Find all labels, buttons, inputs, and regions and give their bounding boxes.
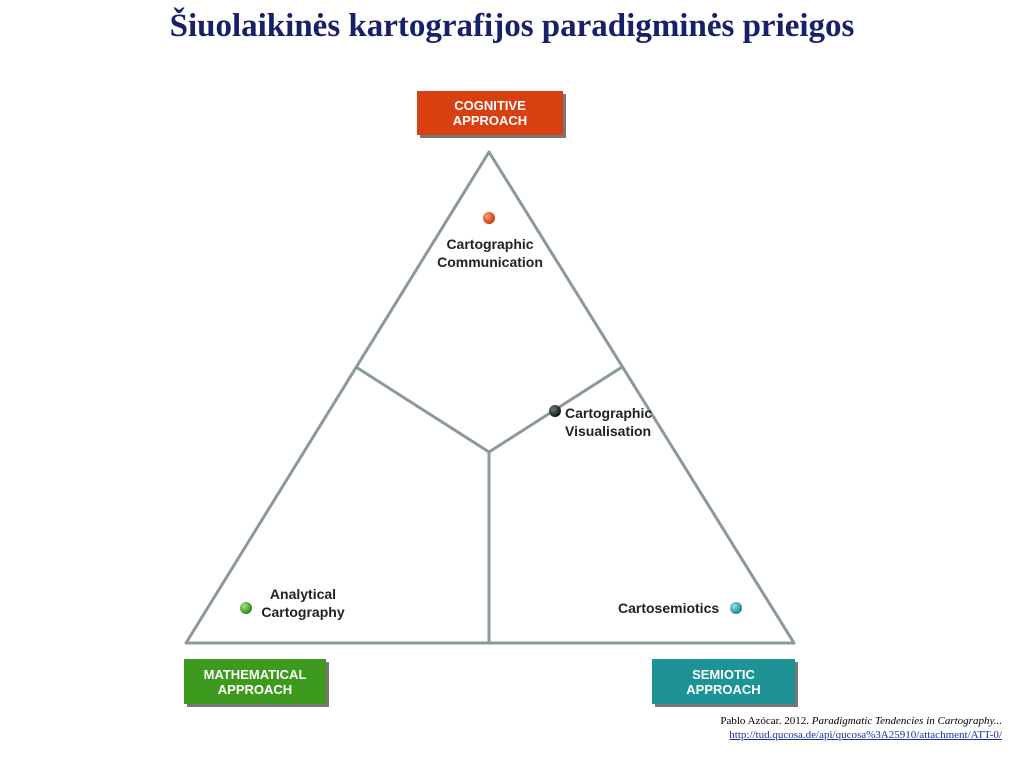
visualisation-dot-icon (549, 405, 561, 417)
semiotic-approach-line1: SEMIOTIC (692, 666, 755, 682)
visualisation-line2: Visualisation (565, 423, 652, 439)
node-cartosemiotics-label: Cartosemiotics (618, 599, 719, 617)
semiotic-approach-line2: APPROACH (686, 681, 761, 697)
node-analytical-label: Analytical Cartography (258, 585, 348, 621)
divider-left (355, 365, 490, 454)
citation: Pablo Azócar. 2012. Paradigmatic Tendenc… (720, 714, 1002, 742)
cartosemiotics-dot-icon (730, 602, 742, 614)
cognitive-approach-line2: APPROACH (452, 113, 528, 128)
mathematical-approach-box: MATHEMATICAL APPROACH (184, 659, 326, 704)
citation-link[interactable]: http://tud.qucosa.de/api/qucosa%3A25910/… (729, 729, 1002, 741)
mathematical-approach-line1: MATHEMATICAL (203, 666, 307, 682)
node-communication-label: Cartographic Communication (430, 235, 550, 271)
communication-line1: Cartographic (446, 236, 534, 252)
cognitive-approach-box: COGNITIVE APPROACH (417, 91, 563, 135)
mathematical-approach-line2: APPROACH (217, 681, 293, 697)
visualisation-line1: Cartographic (565, 405, 653, 421)
semiotic-approach-box: SEMIOTIC APPROACH (652, 659, 795, 704)
node-visualisation-label: Cartographic Visualisation (565, 404, 652, 440)
analytical-line1: Analytical (269, 586, 337, 602)
slide-title: Šiuolaikinės kartografijos paradigminės … (169, 8, 855, 44)
citation-author-year: Pablo Azócar. 2012. (720, 715, 812, 727)
citation-work: Paradigmatic Tendencies in Cartography..… (811, 715, 1002, 727)
analytical-line2: Cartography (261, 604, 345, 620)
communication-dot-icon (483, 212, 495, 224)
cognitive-approach-line1: COGNITIVE (454, 98, 526, 113)
communication-line2: Communication (437, 254, 543, 270)
cartosemiotics-line1: Cartosemiotics (618, 600, 720, 616)
analytical-dot-icon (240, 602, 252, 614)
